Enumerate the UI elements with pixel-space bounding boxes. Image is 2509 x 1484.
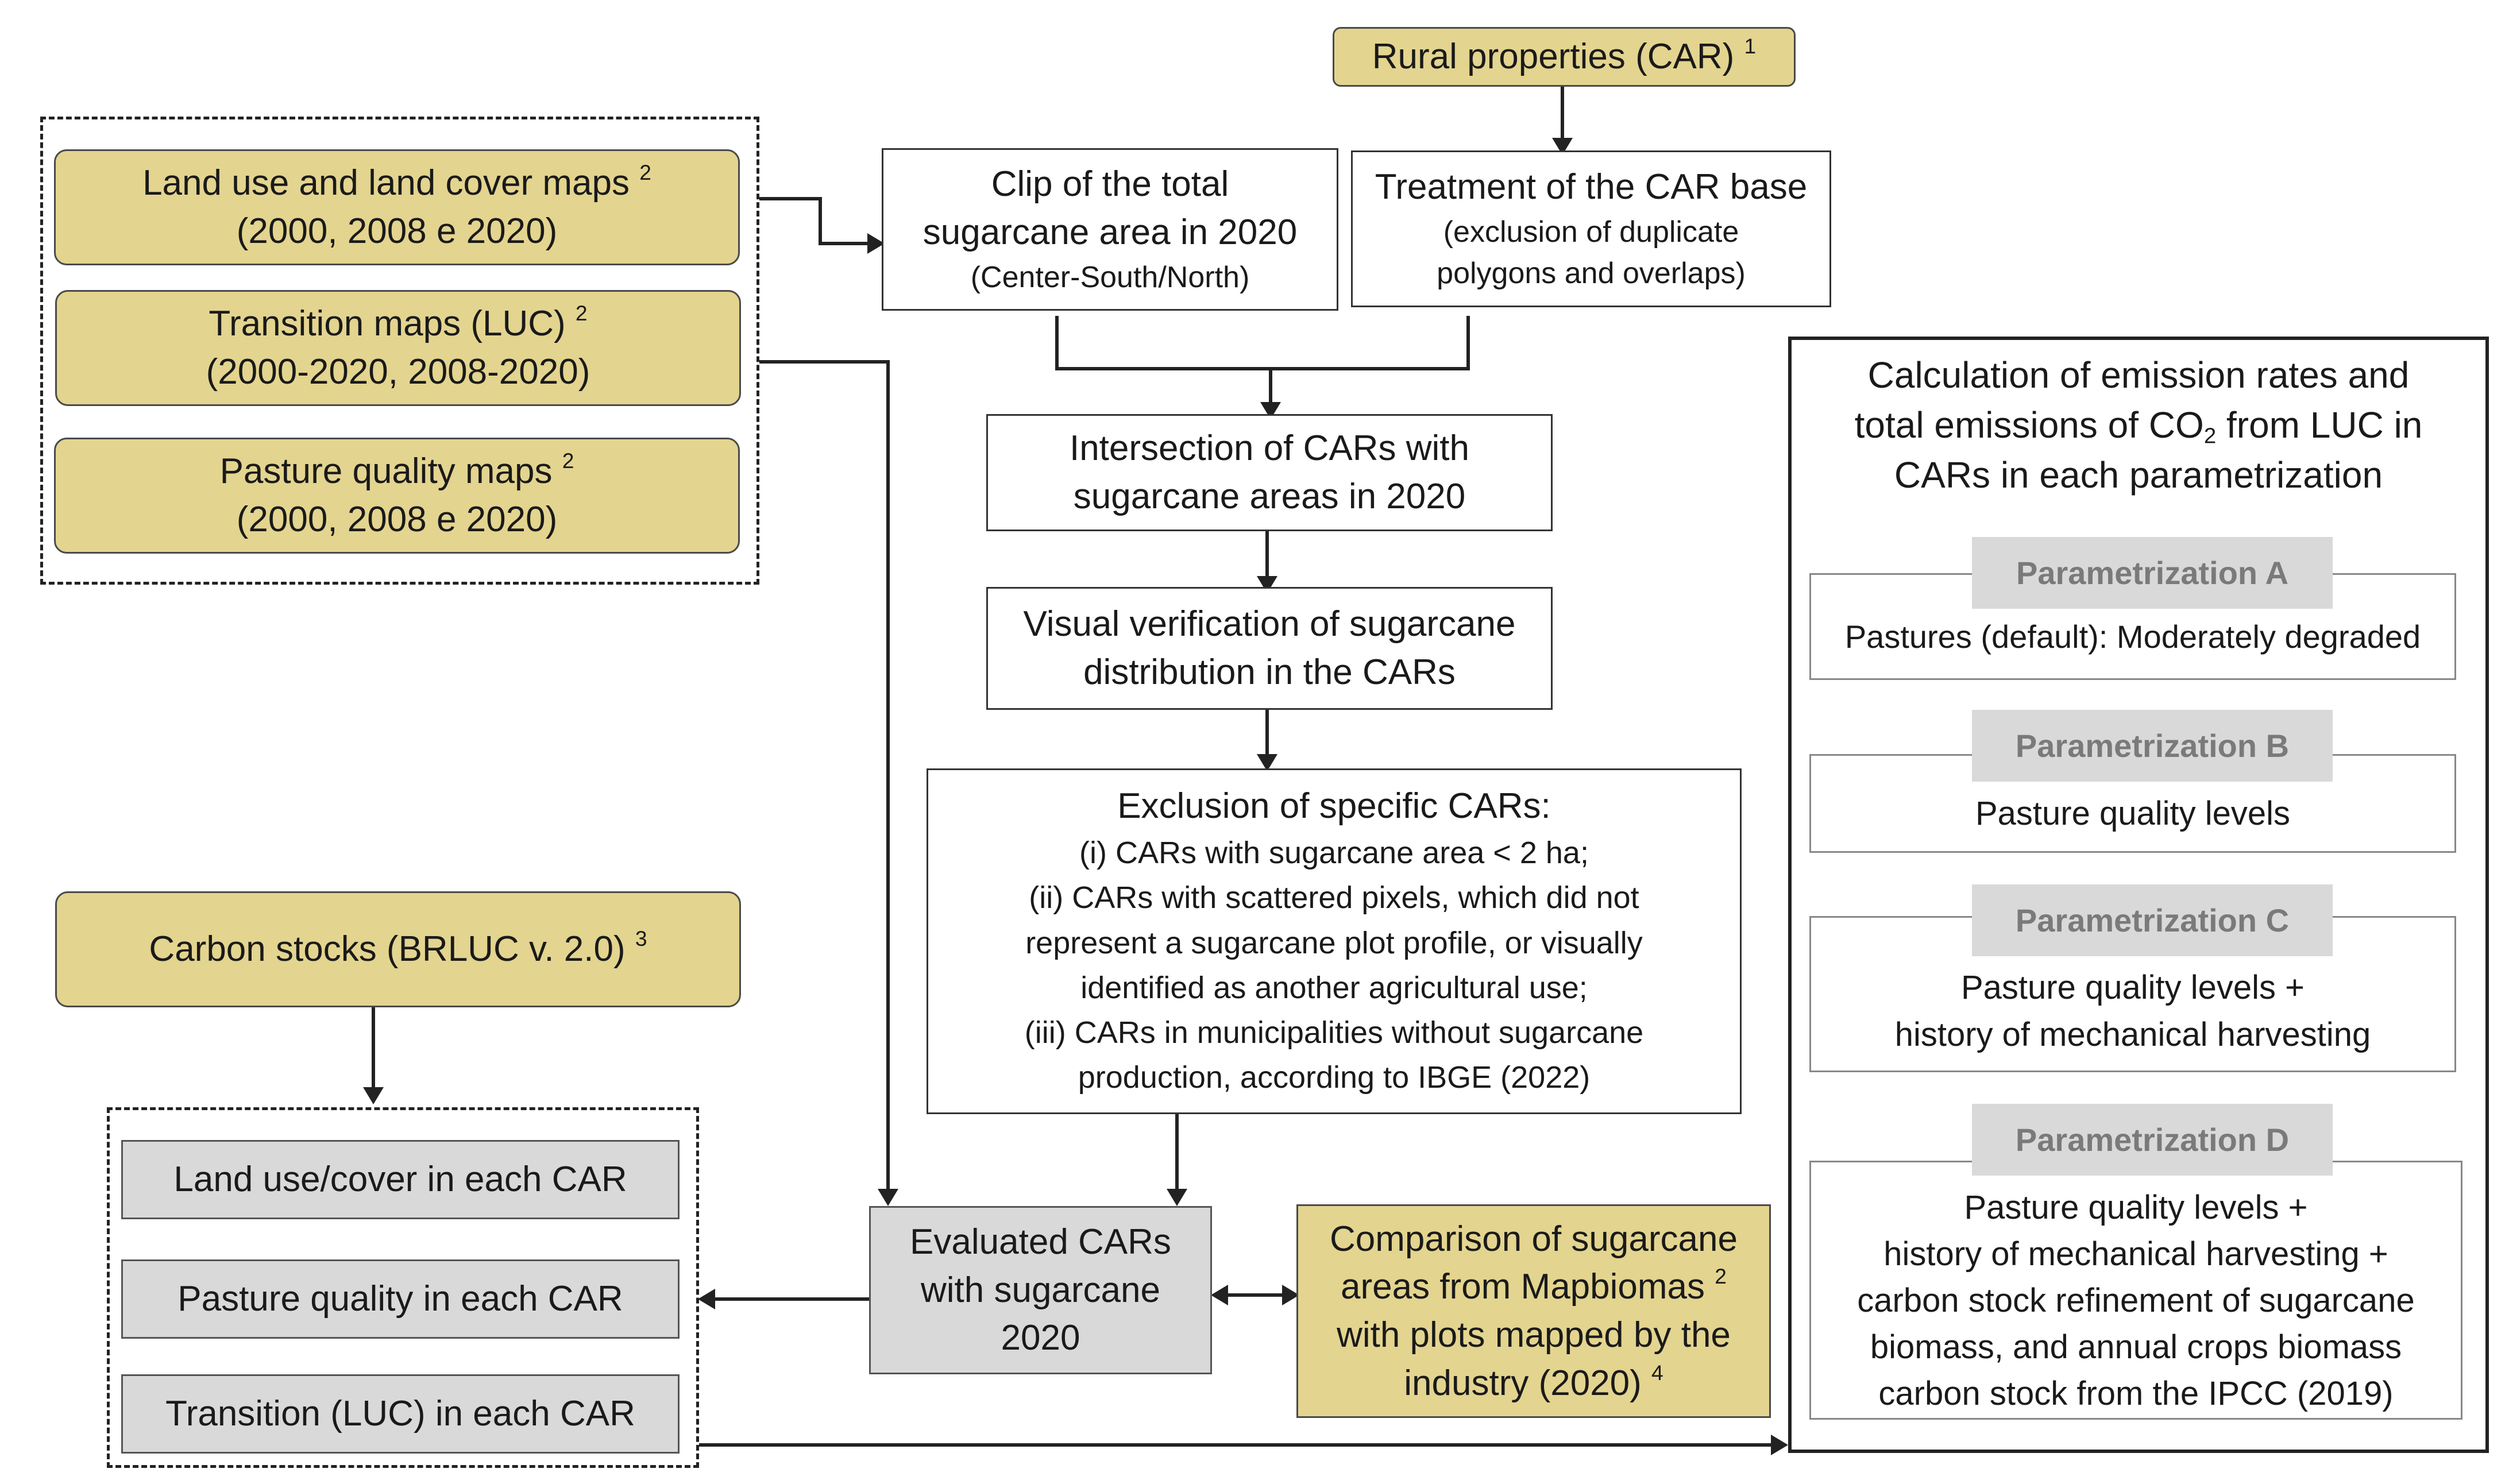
transition-output-box: Transition (LUC) in each CAR	[121, 1374, 680, 1454]
evaluated-line2: with sugarcane	[920, 1270, 1161, 1310]
treatment-line2: (exclusion of duplicate	[1443, 215, 1739, 249]
rural-properties-label: Rural properties (CAR)	[1372, 37, 1735, 77]
parametrization-d-line1: Pasture quality levels +	[1964, 1188, 2308, 1226]
intersection-line1: Intersection of CARs with	[1069, 428, 1470, 469]
co2-subscript: 2	[2203, 423, 2217, 449]
visual-line2: distribution in the CARs	[1083, 652, 1456, 692]
exclusion-line-5: (iii) CARs in municipalities without sug…	[1024, 1015, 1644, 1050]
comparison-line4: industry (2020)	[1404, 1363, 1642, 1403]
parametrization-d-line3: carbon stock refinement of sugarcane	[1857, 1281, 2415, 1319]
exclusion-line-4: identified as another agricultural use;	[1080, 970, 1588, 1005]
pasture-quality-output-box: Pasture quality in each CAR	[121, 1259, 680, 1339]
exclusion-box: Exclusion of specific CARs: (i) CARs wit…	[927, 768, 1742, 1114]
pasture-quality-output-label: Pasture quality in each CAR	[177, 1279, 623, 1319]
parametrization-c-line1: Pasture quality levels +	[1960, 968, 2305, 1006]
parametrization-d-line5: carbon stock from the IPCC (2019)	[1878, 1375, 2394, 1413]
calculation-title-line3: CARs in each parametrization	[1894, 454, 2383, 496]
intersection-line2: sugarcane areas in 2020	[1073, 477, 1466, 516]
clip-line1: Clip of the total	[991, 164, 1229, 204]
transition-output-label: Transition (LUC) in each CAR	[165, 1394, 635, 1434]
visual-verification-box: Visual verification of sugarcane distrib…	[986, 587, 1553, 710]
parametrization-d-title: Parametrization D	[1972, 1104, 2333, 1176]
evaluated-line1: Evaluated CARs	[910, 1222, 1171, 1262]
transition-maps-years: (2000-2020, 2008-2020)	[206, 352, 590, 392]
reference-1: 1	[1744, 34, 1757, 59]
calculation-title: Calculation of emission rates and total …	[1792, 350, 2485, 500]
exclusion-title: Exclusion of specific CARs:	[1117, 786, 1551, 826]
land-use-maps-title: Land use and land cover maps	[142, 163, 630, 203]
visual-line1: Visual verification of sugarcane	[1023, 604, 1516, 644]
treatment-line3: polygons and overlaps)	[1437, 257, 1746, 291]
reference-3: 3	[635, 926, 647, 951]
calculation-title-line1: Calculation of emission rates and	[1867, 354, 2410, 396]
calculation-title-line2b: from LUC in	[2216, 404, 2423, 446]
evaluated-cars-box: Evaluated CARs with sugarcane 2020	[869, 1206, 1212, 1374]
parametrization-c-title: Parametrization C	[1972, 884, 2333, 956]
parametrization-d-line4: biomass, and annual crops biomass	[1870, 1328, 2402, 1366]
parametrization-b-line1: Pasture quality levels	[1975, 794, 2291, 832]
exclusion-line-3: represent a sugarcane plot profile, or v…	[1025, 925, 1643, 960]
transition-maps-box: Transition maps (LUC) 2 (2000-2020, 2008…	[55, 290, 741, 406]
intersection-box: Intersection of CARs with sugarcane area…	[986, 414, 1553, 531]
comparison-line2: areas from Mapbiomas	[1341, 1267, 1705, 1307]
pasture-maps-title: Pasture quality maps	[219, 451, 553, 492]
clip-box: Clip of the total sugarcane area in 2020…	[882, 148, 1338, 311]
transition-maps-title: Transition maps (LUC)	[209, 304, 566, 344]
comparison-box: Comparison of sugarcane areas from Mapbi…	[1296, 1204, 1771, 1418]
pasture-quality-maps-box: Pasture quality maps 2 (2000, 2008 e 202…	[54, 438, 740, 554]
clip-line3: (Center-South/North)	[970, 260, 1250, 294]
exclusion-line-1: (i) CARs with sugarcane area < 2 ha;	[1079, 835, 1589, 870]
carbon-stocks-label: Carbon stocks (BRLUC v. 2.0)	[149, 929, 626, 969]
parametrization-a-line1: Pastures (default): Moderately degraded	[1844, 619, 2421, 655]
treatment-box: Treatment of the CAR base (exclusion of …	[1351, 150, 1831, 307]
parametrization-c-line2: history of mechanical harvesting	[1894, 1016, 2371, 1053]
land-use-maps-years: (2000, 2008 e 2020)	[236, 211, 558, 251]
clip-line2: sugarcane area in 2020	[922, 212, 1298, 253]
parametrization-d-line2: history of mechanical harvesting +	[1883, 1235, 2388, 1273]
exclusion-line-6: production, according to IBGE (2022)	[1078, 1060, 1591, 1095]
parametrization-d-body: Pasture quality levels + history of mech…	[1809, 1161, 2462, 1420]
land-use-output-box: Land use/cover in each CAR	[121, 1140, 680, 1219]
parametrization-b-title: Parametrization B	[1972, 710, 2333, 782]
exclusion-line-2: (ii) CARs with scattered pixels, which d…	[1029, 880, 1639, 915]
rural-properties-box: Rural properties (CAR) 1	[1333, 27, 1796, 87]
parametrization-c-body: Pasture quality levels + history of mech…	[1809, 916, 2456, 1072]
reference-4: 4	[1651, 1360, 1663, 1385]
reference-2: 2	[1715, 1264, 1727, 1289]
land-use-maps-box: Land use and land cover maps 2 (2000, 20…	[54, 149, 740, 265]
reference-2: 2	[562, 449, 574, 473]
outputs-group	[107, 1107, 699, 1468]
reference-2: 2	[639, 160, 651, 185]
comparison-line3: with plots mapped by the	[1337, 1315, 1731, 1355]
evaluated-line3: 2020	[1001, 1318, 1080, 1358]
parametrization-a-title: Parametrization A	[1972, 537, 2333, 609]
input-maps-group	[40, 117, 759, 585]
carbon-stocks-box: Carbon stocks (BRLUC v. 2.0) 3	[55, 891, 741, 1007]
reference-2: 2	[575, 301, 588, 326]
pasture-maps-years: (2000, 2008 e 2020)	[236, 500, 558, 539]
treatment-line1: Treatment of the CAR base	[1375, 167, 1808, 207]
land-use-output-label: Land use/cover in each CAR	[173, 1160, 627, 1200]
comparison-line1: Comparison of sugarcane	[1330, 1219, 1738, 1259]
calculation-title-line2a: total emissions of CO	[1854, 404, 2204, 446]
